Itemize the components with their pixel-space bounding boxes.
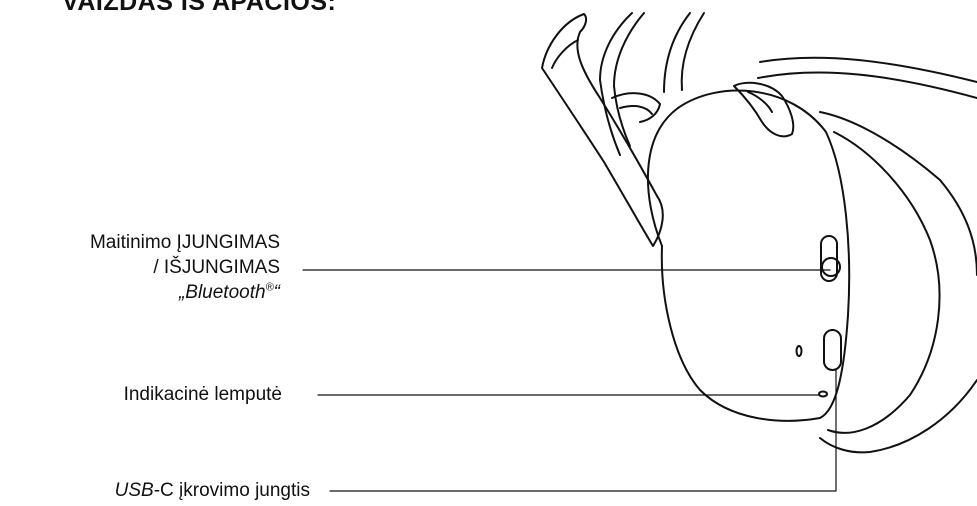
ear-cup xyxy=(648,83,849,421)
indicator-light xyxy=(797,346,828,397)
microphone-boom-arm xyxy=(542,14,663,246)
ear-cushion xyxy=(820,112,977,452)
usb-c-port xyxy=(824,330,841,370)
power-switch xyxy=(821,236,840,281)
leader-lines xyxy=(303,270,836,491)
